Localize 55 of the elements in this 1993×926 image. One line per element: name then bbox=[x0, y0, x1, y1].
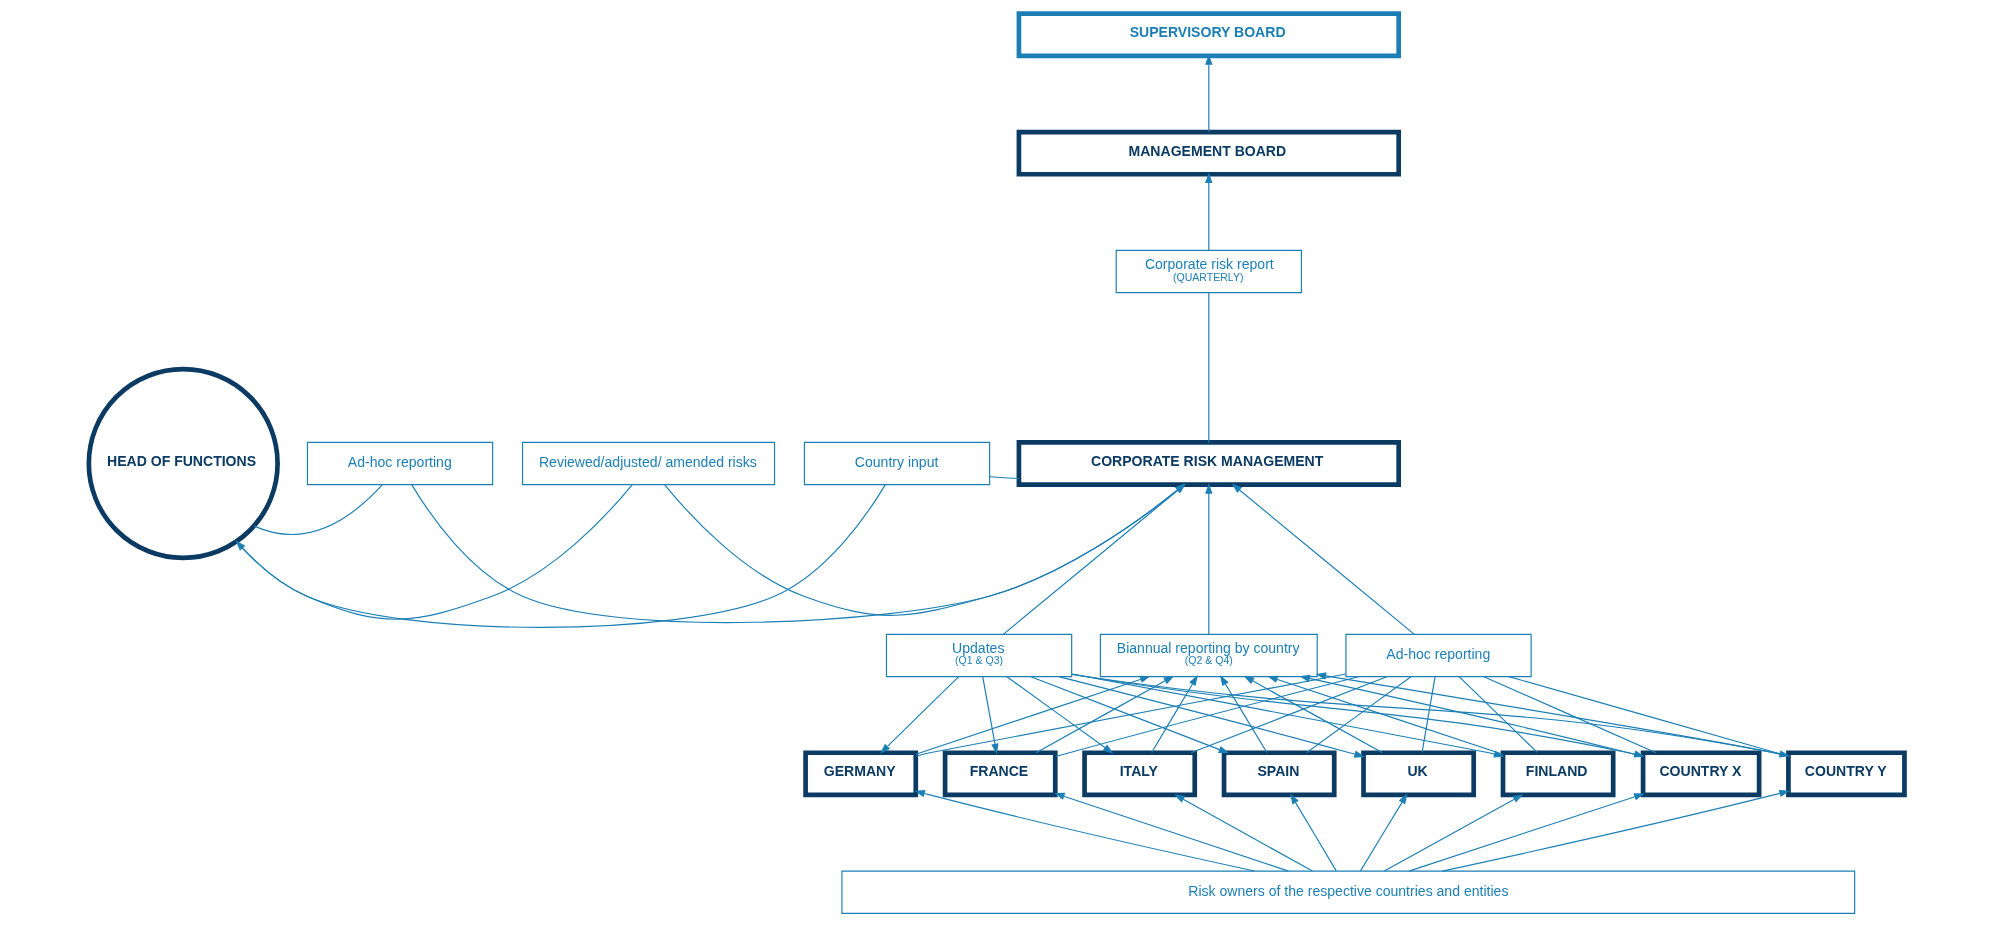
node-box: COUNTRY Y bbox=[1786, 749, 1907, 797]
node-box: Biannual reporting by country (Q2 & Q4) bbox=[1099, 633, 1318, 677]
node-box: Reviewed/adjusted/ amended risks bbox=[521, 441, 776, 485]
arrow bbox=[1441, 789, 1790, 872]
arrow bbox=[1267, 675, 1504, 755]
node-box: Risk owners of the respective countries and entities bbox=[841, 870, 1856, 914]
node-circle: HEAD OF FUNCTIONS bbox=[86, 366, 280, 560]
node-box: ITALY bbox=[1082, 749, 1198, 797]
arrow bbox=[1006, 675, 1114, 754]
arrow bbox=[1205, 482, 1213, 635]
connector bbox=[915, 672, 1347, 757]
node-box: FINLAND bbox=[1500, 749, 1616, 797]
connector bbox=[1190, 675, 1388, 753]
arrow bbox=[982, 675, 999, 754]
arrow bbox=[664, 483, 1186, 616]
arrow bbox=[1243, 675, 1384, 753]
arrow bbox=[914, 789, 1256, 872]
arrow bbox=[1231, 483, 1415, 635]
arrow bbox=[1002, 483, 1186, 635]
arrow bbox=[1408, 792, 1645, 872]
node-box: GERMANY bbox=[803, 749, 919, 797]
connector bbox=[1305, 675, 1412, 753]
arrow bbox=[1030, 675, 1230, 753]
connector bbox=[989, 475, 1020, 479]
arrow bbox=[1220, 674, 1268, 753]
arrow bbox=[880, 675, 960, 754]
arrow bbox=[1174, 793, 1313, 872]
arrow bbox=[1359, 792, 1408, 871]
arrow bbox=[1035, 675, 1175, 753]
node-box: UK bbox=[1361, 749, 1477, 797]
node-box: Ad-hoc reporting bbox=[1345, 633, 1532, 677]
arrow bbox=[1383, 793, 1524, 872]
arrow bbox=[915, 675, 1151, 755]
arrow bbox=[1205, 172, 1213, 251]
connector bbox=[1458, 675, 1538, 753]
arrow bbox=[235, 483, 886, 628]
node-box: MANAGEMENT BOARD bbox=[1016, 129, 1402, 177]
node-box: Country input bbox=[803, 441, 991, 485]
connector bbox=[236, 483, 633, 620]
node-box: COUNTRY X bbox=[1640, 749, 1762, 797]
node-box: Updates (Q1 & Q3) bbox=[885, 633, 1073, 677]
node-box: FRANCE bbox=[942, 749, 1058, 797]
arrow bbox=[1054, 792, 1290, 872]
arrow bbox=[411, 483, 1186, 623]
arrow bbox=[1290, 792, 1337, 871]
node-box: SPAIN bbox=[1221, 749, 1337, 797]
node-box: Ad-hoc reporting bbox=[306, 441, 494, 485]
connector bbox=[1208, 291, 1210, 443]
connector bbox=[1421, 675, 1436, 753]
arrow bbox=[1151, 674, 1198, 753]
node-box: Corporate risk report (QUARTERLY) bbox=[1115, 249, 1302, 293]
connector bbox=[1483, 675, 1657, 753]
connector bbox=[253, 483, 383, 535]
node-box: CORPORATE RISK MANAGEMENT bbox=[1016, 439, 1402, 487]
node-box: SUPERVISORY BOARD bbox=[1016, 10, 1402, 58]
